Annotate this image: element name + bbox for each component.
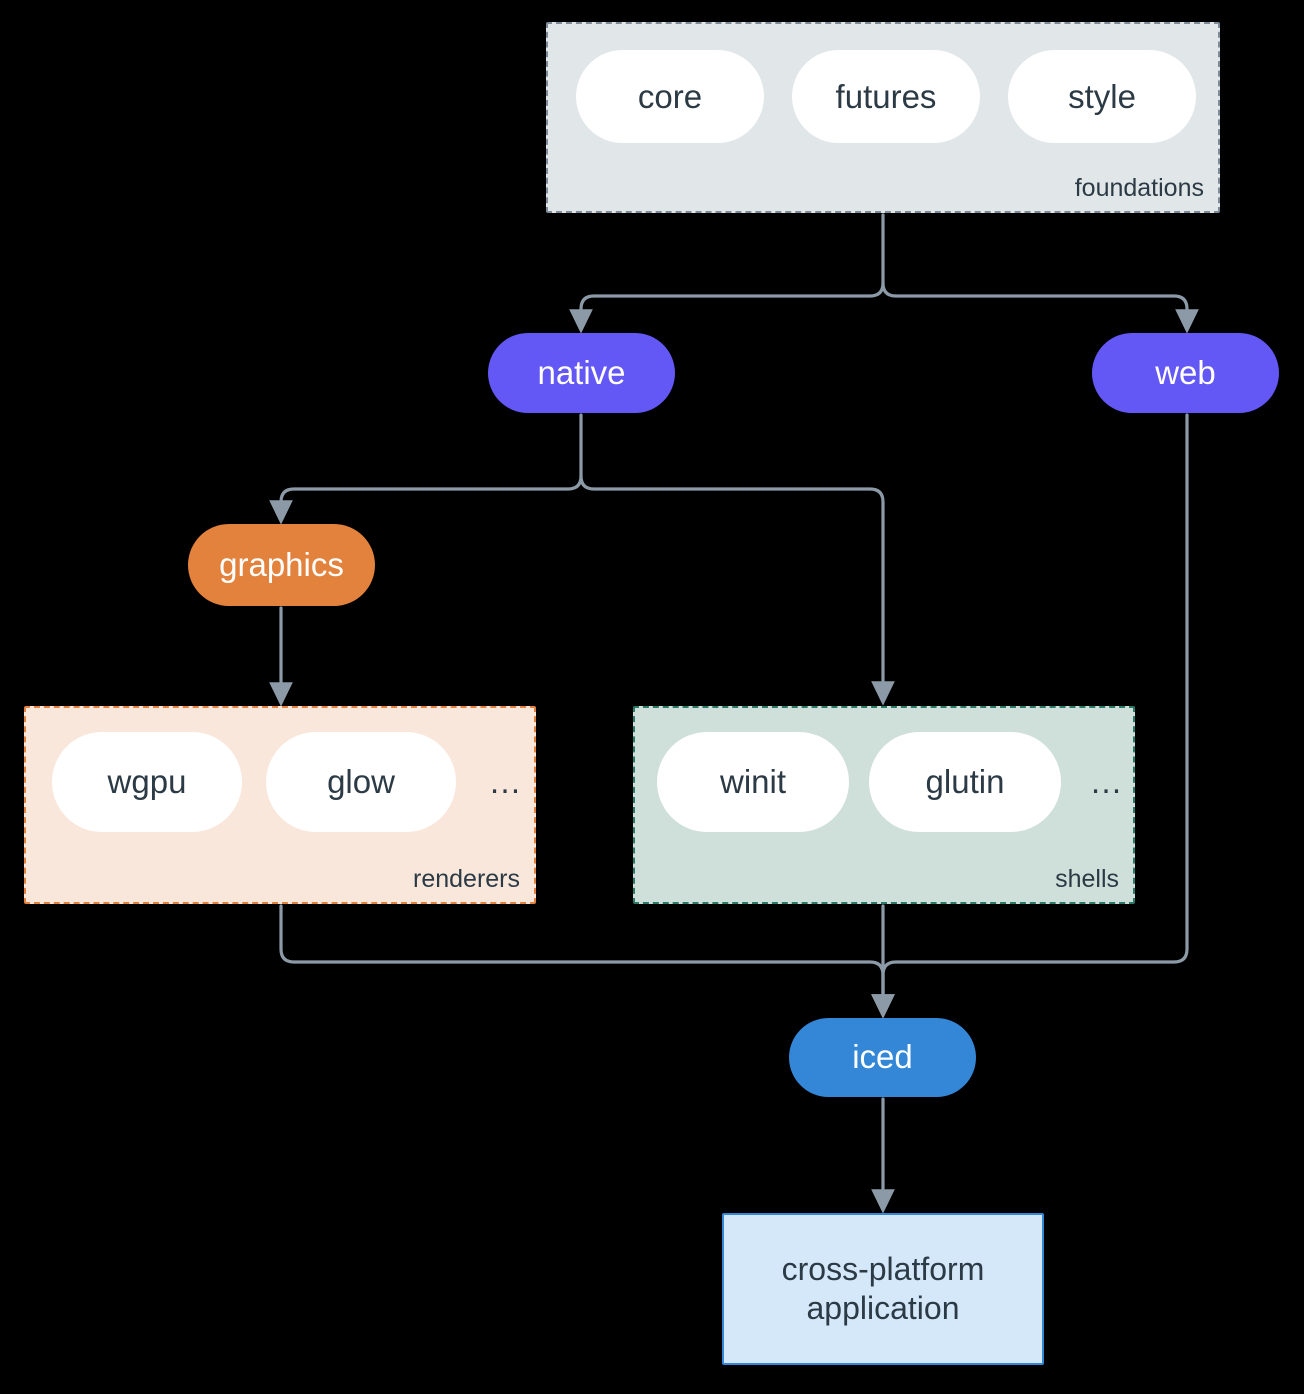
cluster-foundations: core futures style foundations bbox=[546, 22, 1220, 213]
application-line-2: application bbox=[806, 1290, 960, 1326]
node-cross-platform-application[interactable]: cross-platform application bbox=[722, 1213, 1044, 1365]
edge-native-to-graphics bbox=[269, 474, 583, 525]
node-glutin[interactable]: glutin bbox=[869, 732, 1061, 832]
node-wgpu[interactable]: wgpu bbox=[52, 732, 242, 832]
cluster-shells-items: winit glutin … bbox=[657, 732, 1131, 832]
edge-foundations-to-native bbox=[569, 281, 885, 334]
node-native[interactable]: native bbox=[488, 333, 675, 413]
cluster-shells-label: shells bbox=[1055, 865, 1119, 893]
cluster-renderers-label: renderers bbox=[413, 865, 520, 893]
node-core[interactable]: core bbox=[576, 50, 764, 143]
cluster-renderers: wgpu glow … renderers bbox=[24, 706, 536, 904]
node-winit[interactable]: winit bbox=[657, 732, 849, 832]
shells-ellipsis: … bbox=[1089, 763, 1123, 800]
node-web[interactable]: web bbox=[1092, 333, 1279, 413]
edge-web-to-iced bbox=[871, 413, 1189, 1019]
renderers-ellipsis: … bbox=[488, 763, 522, 800]
node-futures[interactable]: futures bbox=[792, 50, 980, 143]
edge-renderers-to-iced bbox=[279, 904, 895, 1019]
node-graphics[interactable]: graphics bbox=[188, 524, 375, 606]
node-glow[interactable]: glow bbox=[266, 732, 456, 832]
cluster-foundations-label: foundations bbox=[1074, 174, 1204, 202]
cluster-renderers-items: wgpu glow … bbox=[52, 732, 530, 832]
cluster-shells: winit glutin … shells bbox=[633, 706, 1135, 904]
application-line-1: cross-platform bbox=[781, 1250, 985, 1287]
edge-native-to-shells bbox=[579, 474, 895, 706]
node-iced[interactable]: iced bbox=[789, 1018, 976, 1097]
edge-foundations-to-web bbox=[881, 281, 1199, 334]
node-style[interactable]: style bbox=[1008, 50, 1196, 143]
cluster-foundations-items: core futures style bbox=[576, 50, 1196, 143]
